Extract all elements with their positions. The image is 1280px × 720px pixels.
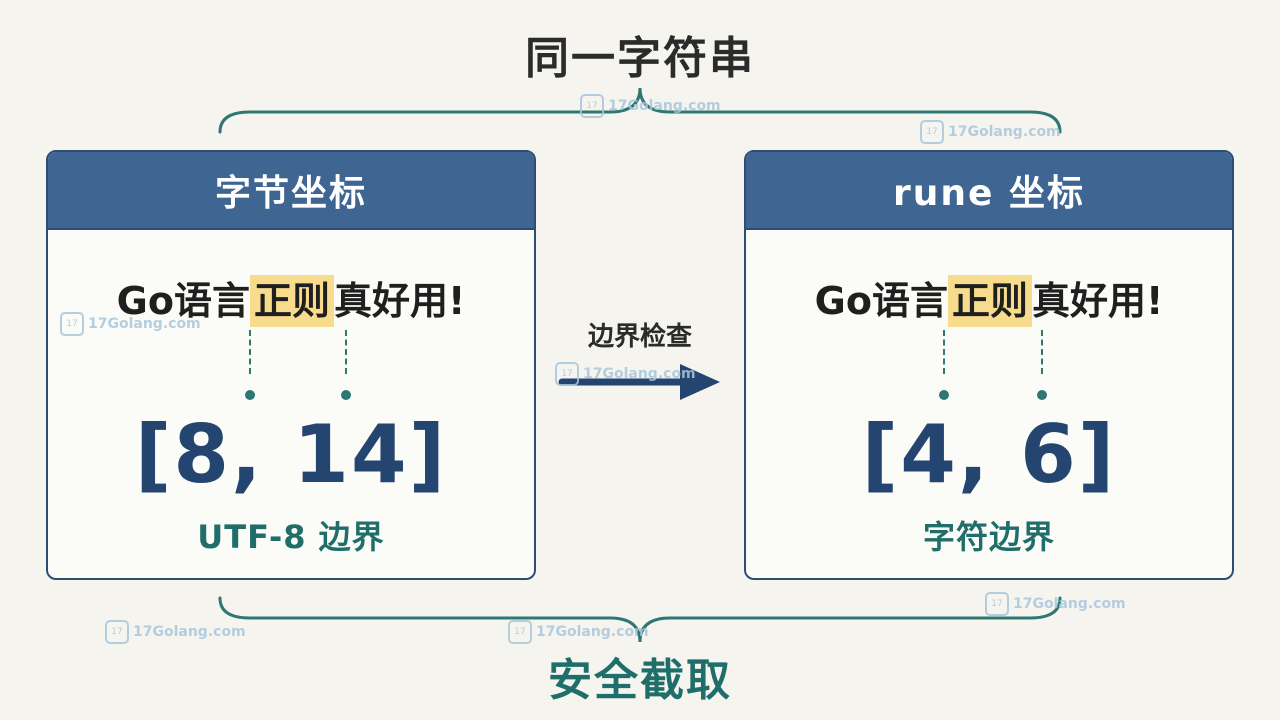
highlighted-substring: 正则 bbox=[947, 275, 1032, 327]
start-marker-dot bbox=[245, 390, 255, 400]
byte-coordinate-panel: 字节坐标 Go语言正则真好用! [8, 14] UTF-8 边界 bbox=[46, 150, 536, 580]
panel-header: rune 坐标 bbox=[746, 152, 1232, 230]
watermark-logo-icon: 17 bbox=[985, 592, 1009, 616]
arrow-label: 边界检查 bbox=[587, 322, 692, 352]
top-label: 同一字符串 bbox=[525, 33, 755, 84]
top-brace bbox=[218, 87, 1062, 134]
end-marker-dot bbox=[1037, 390, 1047, 400]
watermark-logo-icon: 17 bbox=[60, 312, 84, 336]
sample-sentence: Go语言正则真好用! bbox=[48, 270, 534, 327]
end-marker-dot bbox=[341, 390, 351, 400]
bottom-brace bbox=[218, 596, 1062, 643]
end-marker-line bbox=[345, 330, 347, 374]
sentence-prefix: Go语言 bbox=[116, 279, 250, 323]
panel-caption: 字符边界 bbox=[922, 518, 1055, 556]
rune-range: [4, 6] bbox=[861, 408, 1117, 501]
start-marker-line bbox=[943, 330, 945, 374]
sentence-suffix: 真好用! bbox=[333, 279, 466, 323]
start-marker-dot bbox=[939, 390, 949, 400]
end-marker-line bbox=[1041, 330, 1043, 374]
watermark-logo-icon: 17 bbox=[105, 620, 129, 644]
watermark-logo-icon: 17 bbox=[555, 362, 579, 386]
rune-coordinate-panel: rune 坐标 Go语言正则真好用! [4, 6] 字符边界 bbox=[744, 150, 1234, 580]
panel-header: 字节坐标 bbox=[48, 152, 534, 230]
sentence-prefix: Go语言 bbox=[814, 279, 948, 323]
bottom-label: 安全截取 bbox=[548, 655, 732, 706]
panel-caption: UTF-8 边界 bbox=[197, 518, 385, 556]
byte-range: [8, 14] bbox=[134, 408, 448, 501]
sample-sentence: Go语言正则真好用! bbox=[746, 270, 1232, 327]
right-arrow-icon bbox=[558, 364, 720, 400]
sentence-suffix: 真好用! bbox=[1031, 279, 1164, 323]
watermark-logo-icon: 17 bbox=[580, 94, 604, 118]
highlighted-substring: 正则 bbox=[249, 275, 334, 327]
watermark-logo-icon: 17 bbox=[920, 120, 944, 144]
watermark-logo-icon: 17 bbox=[508, 620, 532, 644]
start-marker-line bbox=[249, 330, 251, 374]
